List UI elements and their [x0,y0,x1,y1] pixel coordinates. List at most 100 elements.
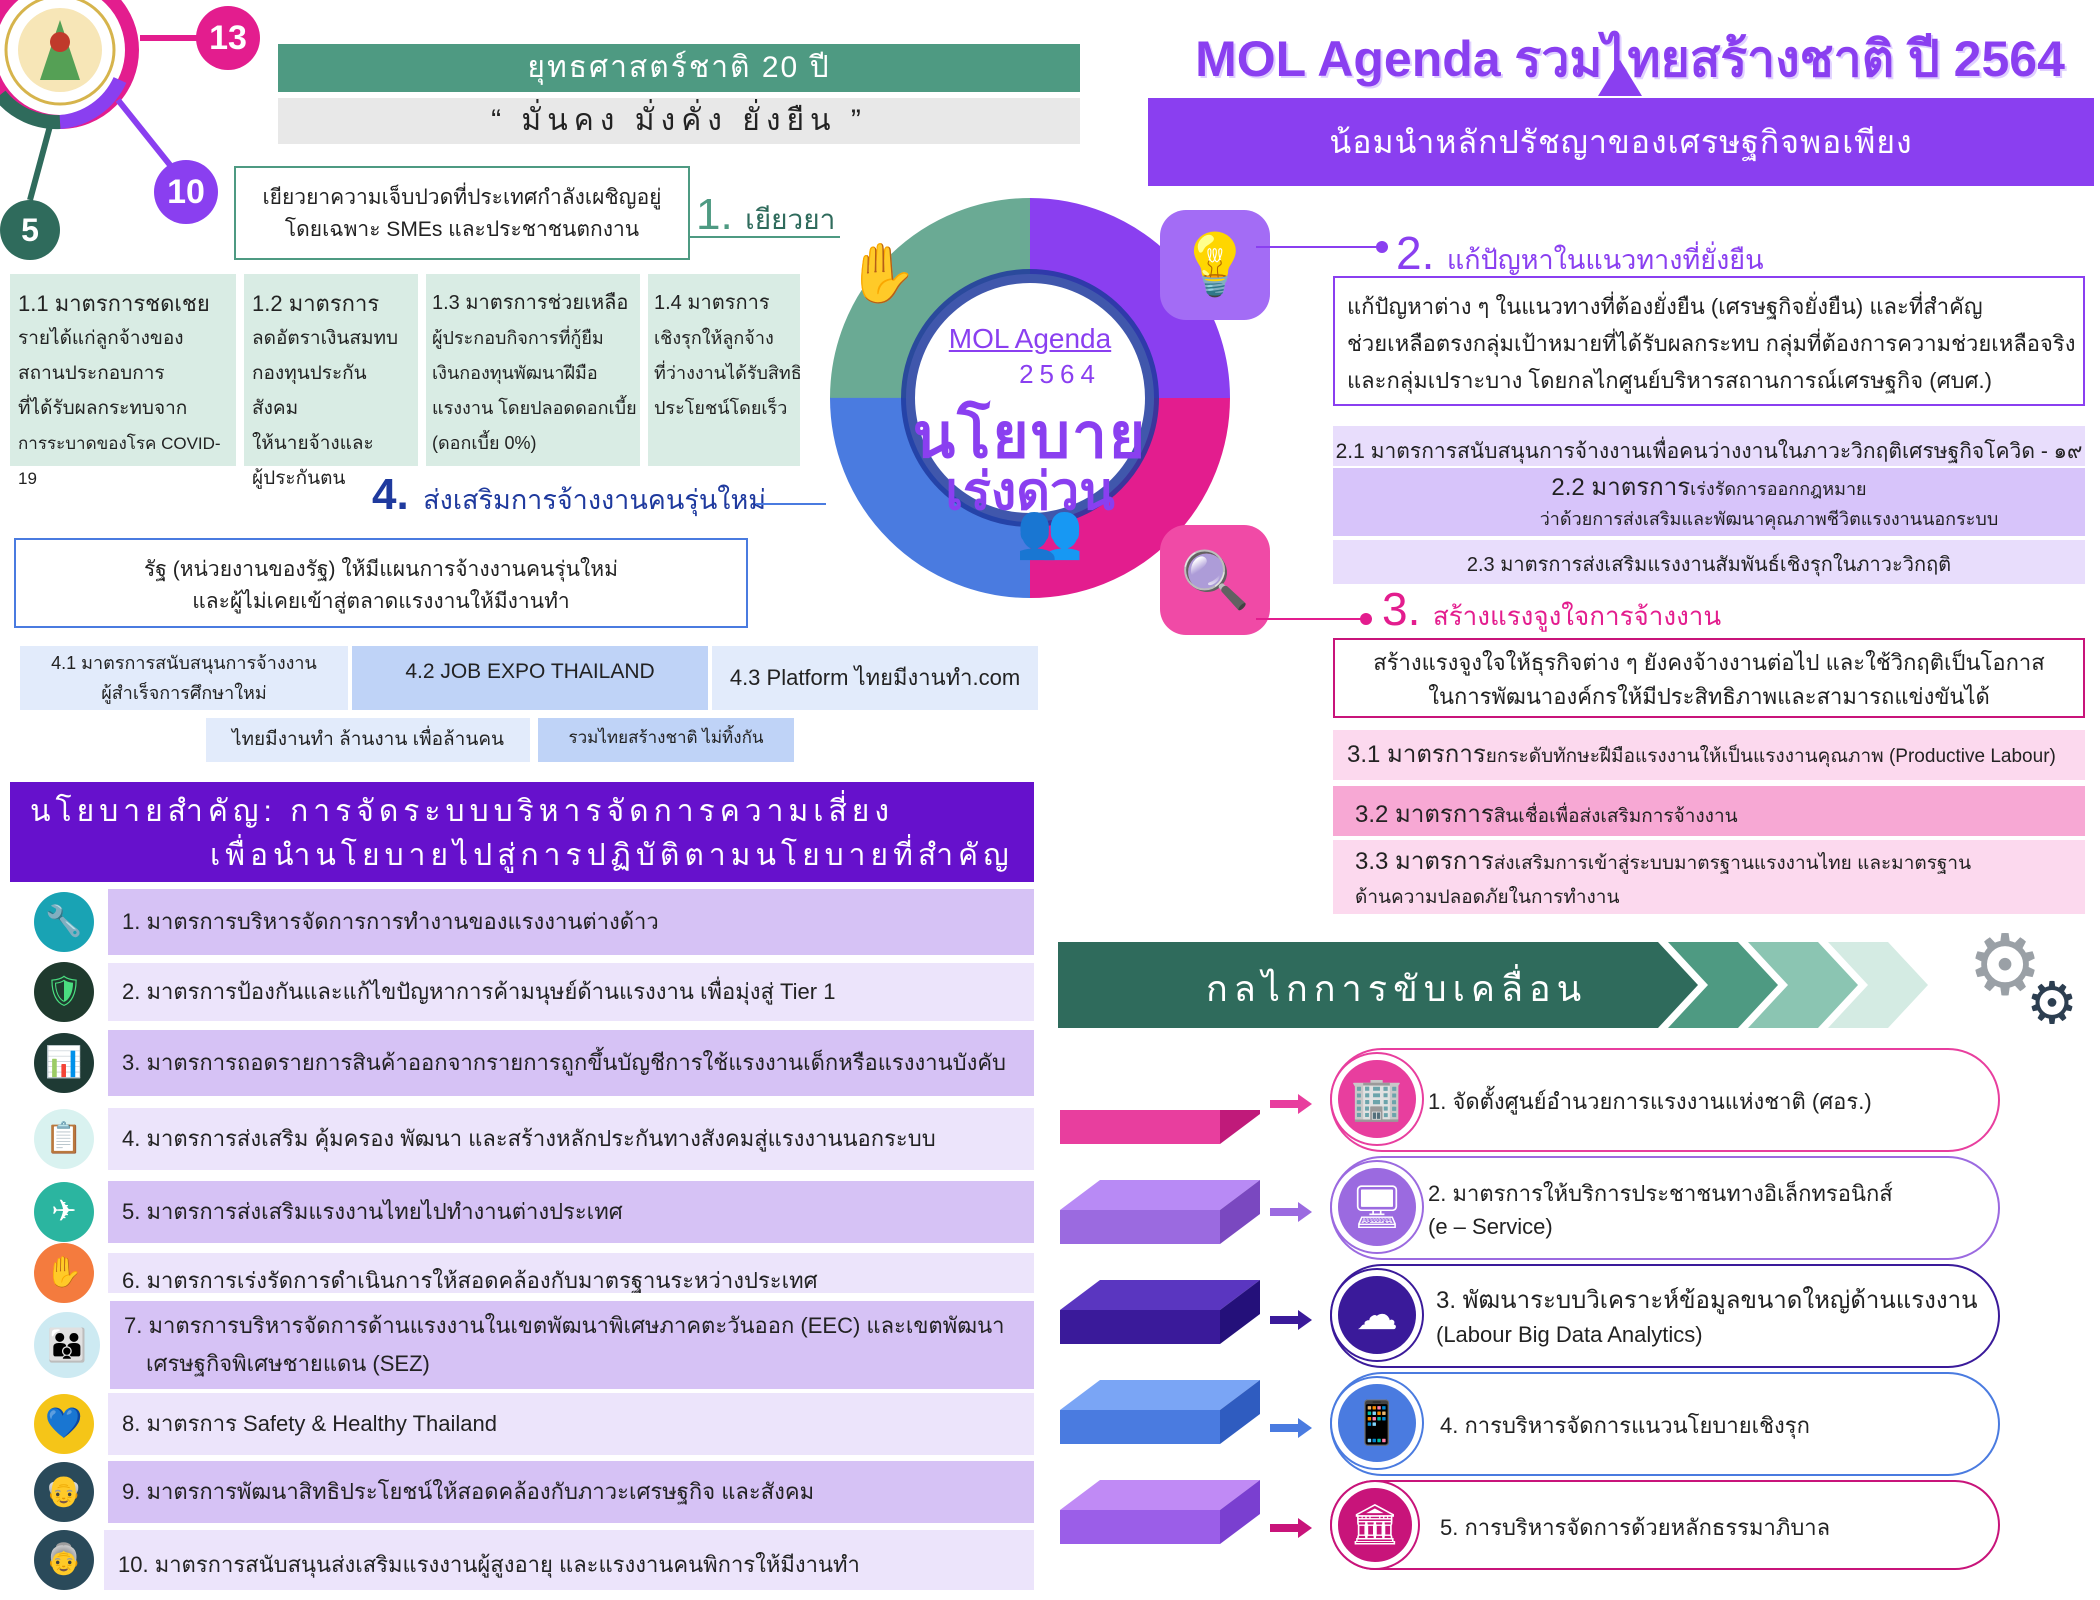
gear-icon: ⚙ [2026,971,2078,1036]
pillar3-connector [1256,618,1364,620]
layer-stack [1060,1080,1280,1570]
worker-icon: 🔧 [34,892,94,952]
measure-3-3-body: ส่งเสริมการเข้าสู่ระบบมาตรฐานแรงงานไทย แ… [1493,853,1972,874]
chevron-arrows [1058,942,1928,1028]
pillar1-desc-line1: เยียวยาความเจ็บปวดที่ประเทศกำลังเผชิญอยู… [262,186,662,209]
list-item: 👵 10. มาตรการสนับสนุนส่งเสริมแรงงานผู้สู… [34,1526,1034,1594]
pillar4-connector [756,503,826,505]
mechanism-item-4-box [1330,1372,2000,1476]
mechanism-item-2-box [1330,1156,2000,1260]
policy-item-10: 10. มาตรการสนับสนุนส่งเสริมแรงงานผู้สูงอ… [104,1530,1034,1590]
pillar2-title: แก้ปัญหาในแนวทางที่ยั่งยืน [1446,245,1764,275]
arrow-right-icon [1270,1524,1300,1532]
tag-million-jobs: ไทยมีงานทำ ล้านงาน เพื่อล้านคน [206,718,530,762]
policy-item-3: 3. มาตรการถอดรายการสินค้าออกจากรายการถูก… [108,1030,1034,1096]
measure-1-1-line: ที่ได้รับผลกระทบจาก [18,398,188,419]
list-item: ✋ 6. มาตรการเร่งรัดการดำเนินการให้สอดคล้… [34,1243,1034,1303]
list-item: 💙 8. มาตรการ Safety & Healthy Thailand [34,1390,1034,1458]
cloud-icon: ☁ [1332,1270,1422,1360]
lightbulb-icon: 💡 [1160,210,1270,320]
measure-1-1-line: 1.1 มาตรการชดเชย [18,291,210,316]
measure-1-2-line: กองทุนประกันสังคม [252,363,367,419]
arrow-right-icon [1270,1424,1300,1432]
building-icon: 🏢 [1332,1054,1422,1144]
policy-item-5: 5. มาตรการส่งเสริมแรงงานไทยไปทำงานต่างปร… [108,1181,1034,1243]
measure-1-3: 1.3 มาตรการช่วยเหลือ ผู้ประกอบกิจการที่ก… [426,274,640,466]
mechanism-item-4: 📱 4. การบริหารจัดการแนวนโยบายเชิงรุก [1270,1372,2000,1476]
strategy-title: ยุทธศาสตร์ชาติ 20 ปี [278,44,1080,92]
seal-cluster: 13 [0,0,260,230]
pillar3-desc-line1: สร้างแรงจูงใจให้ธุรกิจต่าง ๆ ยังคงจ้างงา… [1373,650,2045,675]
airplane-icon: ✈ [34,1182,94,1242]
mechanism-item-3-box [1330,1264,2000,1368]
center-line3: นโยบาย [912,402,1148,471]
measure-3-1-body: ยกระดับทักษะฝีมือแรงงานให้เป็นแรงงานคุณภ… [1485,746,2056,767]
mechanism-item-5-box [1330,1480,2000,1570]
measure-1-1-line: การระบาดของโรค COVID-19 [18,434,221,488]
measure-1-4: 1.4 มาตรการ เชิงรุกให้ลูกจ้าง ที่ว่างงาน… [648,274,800,466]
key-policy-header: นโยบายสำคัญ: การจัดระบบบริหารจัดการความเ… [10,782,1034,882]
pillar2-desc: แก้ปัญหาต่าง ๆ ในแนวทางที่ต้องยั่งยืน (เ… [1333,276,2085,406]
heart-shield-icon: 💙 [34,1394,94,1454]
pillar4-heading: 4. ส่งเสริมการจ้างงานคนรุ่นใหม่ [372,470,766,521]
pillar2-number: 2. [1396,227,1435,279]
pillar4-title: ส่งเสริมการจ้างงานคนรุ่นใหม่ [423,485,767,515]
measure-1-3-line: ผู้ประกอบกิจการที่กู้ยืม [432,328,604,348]
mechanism-title: กลไกการขับเคลื่อน [1206,968,1588,1009]
mechanism-item-1: 🏢 1. จัดตั้งศูนย์อำนวยการแรงงานแห่งชาติ … [1270,1048,2000,1152]
hand-icon: ✋ [34,1243,94,1303]
badge-13: 13 [196,6,260,70]
measure-3-3-line2: ด้านความปลอดภัยในการทำงาน [1355,887,1620,908]
family-icon: 👪 [34,1312,100,1378]
policy-item-7: 7. มาตรการบริหารจัดการด้านแรงงานในเขตพัฒ… [110,1301,1034,1389]
elderly-couple-icon: 👵 [34,1530,94,1590]
pillar3-desc-line2: ในการพัฒนาองค์กรให้มีประสิทธิภาพและสามาร… [1428,684,1990,709]
measure-2-2-body: เร่งรัดการออกกฎหมาย [1690,479,1867,499]
list-item: 📊 3. มาตรการถอดรายการสินค้าออกจากรายการถ… [34,1026,1034,1100]
pillar1-number: 1. [696,190,733,239]
list-item: 👪 7. มาตรการบริหารจัดการด้านแรงงานในเขตพ… [34,1300,1034,1390]
measure-1-2: 1.2 มาตรการ ลดอัตราเงินสมทบ กองทุนประกัน… [244,274,418,489]
policy-item-1: 1. มาตรการบริหารจัดการการทำงานของแรงงานต… [108,889,1034,955]
measure-1-2-line: 1.2 มาตรการ [252,291,380,316]
mechanism-item-3-text: 3. พัฒนาระบบวิเคราะห์ข้อมูลขนาดใหญ่ด้านแ… [1436,1287,1978,1314]
people-icon: 👥 [1016,501,1084,561]
arrow-right-icon [1270,1316,1300,1324]
devices-icon: 📱 [1332,1378,1422,1468]
clipboard-icon: 📋 [34,1109,94,1169]
policy-item-7-line1: 7. มาตรการบริหารจัดการด้านแรงงานในเขตพัฒ… [124,1313,1005,1338]
list-item: 📋 4. มาตรการส่งเสริม คุ้มครอง พัฒนา และส… [34,1100,1034,1178]
measure-4-1: 4.1 มาตรการสนับสนุนการจ้างงาน ผู้สำเร็จก… [20,646,348,710]
pillar1-heading: 1. เยียวยา [696,190,835,242]
pillar3-heading: 3. สร้างแรงจูงใจการจ้างงาน [1382,582,1721,637]
center-line2: 2564 [1019,359,1101,389]
sufficiency-banner: น้อมนำหลักปรัชญาของเศรษฐกิจพอเพียง [1148,98,2094,186]
list-item: 🔧 1. มาตรการบริหารจัดการการทำงานของแรงงา… [34,886,1034,958]
measure-4-1-line2: ผู้สำเร็จการศึกษาใหม่ [101,683,267,703]
mechanism-item-1-box [1330,1048,2000,1152]
measure-3-2-body: สินเชื่อเพื่อส่งเสริมการจ้างงาน [1493,806,1738,827]
measure-3-3: 3.3 มาตรการส่งเสริมการเข้าสู่ระบบมาตรฐาน… [1333,840,2085,914]
pillar1-connector [690,236,840,238]
pillar4-desc: รัฐ (หน่วยงานของรัฐ) ให้มีแผนการจ้างงานค… [14,538,748,628]
measure-3-1: 3.1 มาตรการยกระดับทักษะฝีมือแรงงานให้เป็… [1333,730,2085,780]
measure-1-4-line: ประโยชน์โดยเร็ว [654,398,788,418]
center-donut: MOL Agenda 2564 นโยบาย เร่งด่วน [805,173,1255,623]
pillar3-number: 3. [1382,583,1421,635]
mechanism-item-3: ☁ 3. พัฒนาระบบวิเคราะห์ข้อมูลขนาดใหญ่ด้า… [1270,1264,2000,1368]
mechanism-banner: กลไกการขับเคลื่อน [1058,942,1958,1028]
badge-10: 10 [154,160,218,224]
mechanism-item-3-text2: (Labour Big Data Analytics) [1436,1322,1703,1347]
chart-icon: 📊 [34,1033,94,1093]
measure-2-1: 2.1 มาตรการสนับสนุนการจ้างงานเพื่อคนว่าง… [1333,426,2085,466]
pillar2-dot [1376,241,1388,253]
mechanism-item-4-text: 4. การบริหารจัดการแนวนโยบายเชิงรุก [1440,1413,1810,1438]
measure-2-2-line1: 2.2 มาตรการเร่งรัดการออกกฎหมาย [1333,472,2085,505]
key-policy-list: 🔧 1. มาตรการบริหารจัดการการทำงานของแรงงา… [34,886,1034,1594]
pillar1-title: เยียวยา [745,204,836,235]
mechanism-item-1-text: 1. จัดตั้งศูนย์อำนวยการแรงงานแห่งชาติ (ศ… [1428,1089,1872,1114]
pillar4-desc-line2: และผู้ไม่เคยเข้าสู่ตลาดแรงงานให้มีงานทำ [192,590,570,613]
center-line4: เร่งด่วน [945,463,1115,521]
measure-1-1-line: สถานประกอบการ [18,363,165,384]
pillar2-desc-line3: และกลุ่มเปราะบาง โดยกลไกศูนย์บริหารสถานก… [1347,368,1992,393]
